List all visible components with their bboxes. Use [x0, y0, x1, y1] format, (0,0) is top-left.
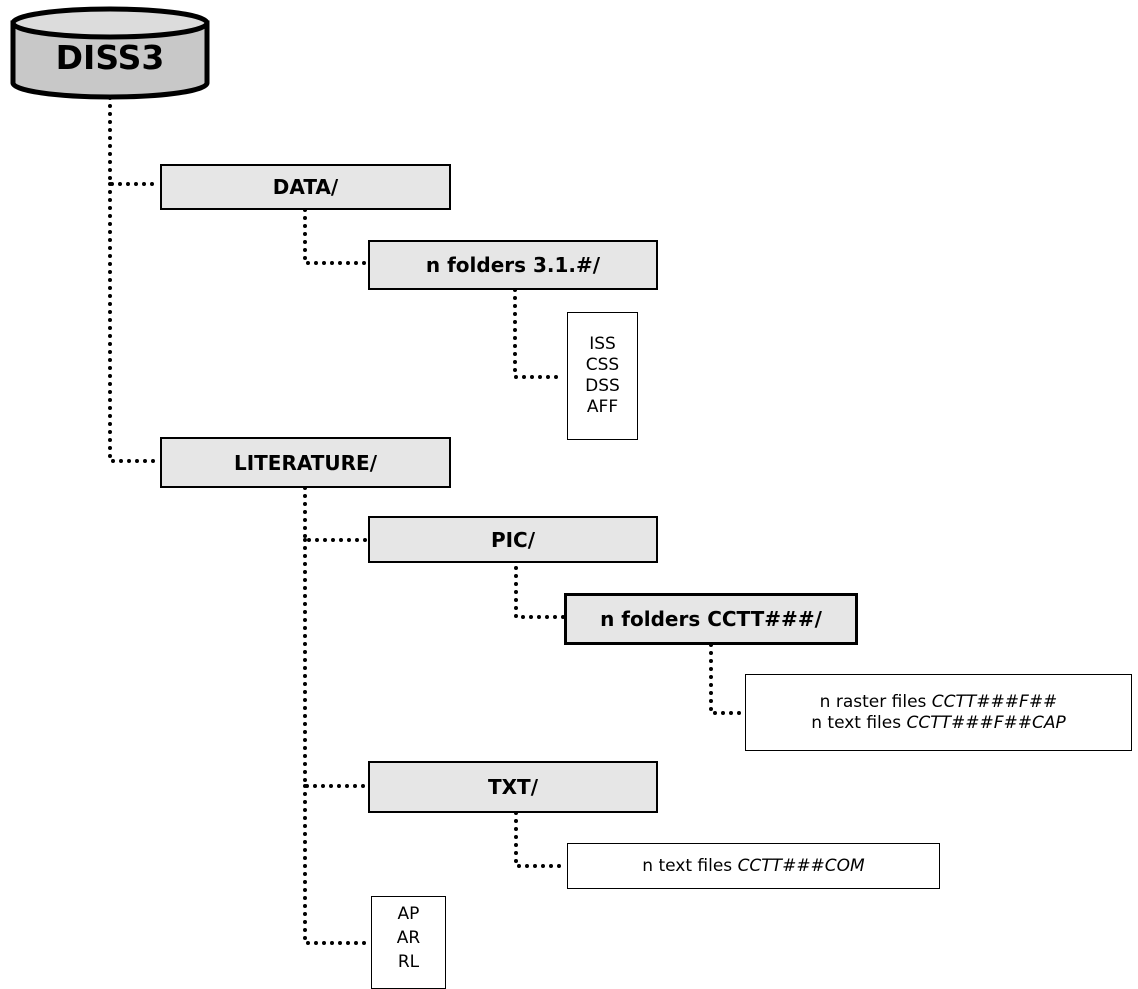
pic-folder[interactable]: PIC/: [368, 516, 658, 563]
connector-root-to-literature: [108, 182, 162, 463]
txt-folder[interactable]: TXT/: [368, 761, 658, 813]
connector-subfolders-to-types: [513, 288, 565, 379]
txt-file-list: n text files CCTT###COM: [567, 843, 940, 889]
data-folder[interactable]: DATA/: [160, 164, 451, 210]
pic-text-files: n text files CCTT###F##CAP: [811, 712, 1066, 733]
data-subfolders[interactable]: n folders 3.1.#/: [368, 240, 658, 290]
data-type-list: ISS CSS DSS AFF: [567, 312, 638, 440]
connector-literature-to-pic: [303, 486, 370, 542]
pic-raster-files: n raster files CCTT###F##: [819, 691, 1058, 712]
connector-picsub-to-files: [709, 643, 745, 715]
literature-type-ap: AP: [397, 904, 420, 924]
data-type-aff: AFF: [586, 397, 619, 417]
connector-literature-to-txt: [303, 538, 370, 788]
connector-pic-to-subfolders: [514, 566, 566, 619]
literature-folder[interactable]: LITERATURE/: [160, 437, 451, 488]
literature-type-rl: RL: [397, 952, 420, 972]
connector-literature-to-types: [303, 784, 370, 945]
database-cylinder-icon: [10, 6, 210, 100]
connector-txt-to-files: [514, 811, 566, 868]
txt-text-files: n text files CCTT###COM: [642, 855, 865, 876]
pic-file-list: n raster files CCTT###F## n text files C…: [745, 674, 1132, 751]
data-type-dss: DSS: [585, 376, 620, 396]
data-type-css: CSS: [585, 355, 620, 375]
drive-label: DISS3: [55, 38, 165, 77]
pic-subfolders[interactable]: n folders CCTT###/: [564, 593, 858, 645]
data-type-iss: ISS: [589, 334, 616, 354]
connector-root-to-data: [108, 96, 162, 186]
connector-data-to-subfolders: [303, 208, 370, 265]
literature-type-list: AP AR RL: [371, 896, 446, 989]
literature-type-ar: AR: [396, 928, 421, 948]
